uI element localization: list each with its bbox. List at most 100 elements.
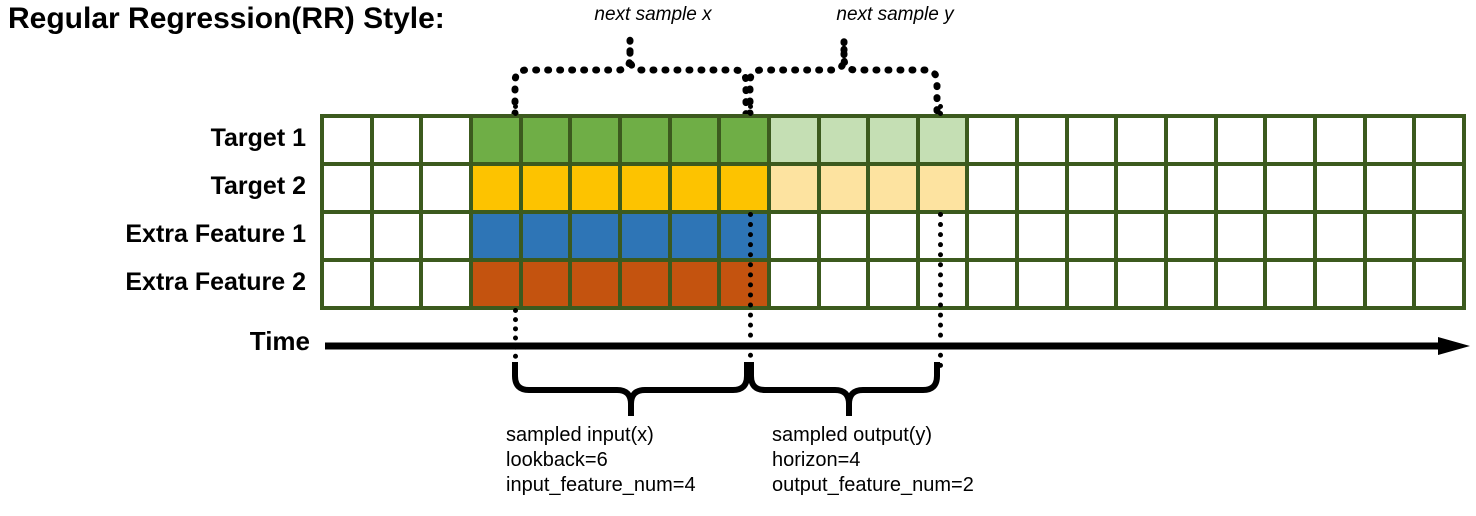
grid-cell-target-1-c11: [870, 118, 916, 162]
grid-cell-target-1-c7: [671, 118, 718, 162]
grid-cell-target-1-c16: [1118, 118, 1165, 162]
grid-cell-extra-feature-2-c11: [870, 262, 916, 306]
grid-cell-extra-feature-2-c2: [423, 262, 469, 306]
grid-cell-target-2-c21: [1366, 166, 1413, 210]
grid-cell-extra-feature-1-c17: [1168, 214, 1214, 258]
caption-next-sample-y: next sample y: [836, 4, 954, 25]
grid-cell-extra-feature-1-c22: [1416, 214, 1462, 258]
caption-next-sample-x: next sample x: [594, 4, 712, 25]
grid-cell-extra-feature-1-c3: [472, 214, 519, 258]
grid-cell-extra-feature-2-c21: [1366, 262, 1413, 306]
grid-cell-target-1-c3: [472, 118, 519, 162]
grid-cell-extra-feature-1-c1: [373, 214, 420, 258]
time-axis-arrow: [325, 337, 1470, 355]
page-title: Regular Regression(RR) Style:: [8, 2, 445, 35]
brace-sampled-output: [748, 362, 940, 416]
grid-cell-target-1-c19: [1267, 118, 1314, 162]
annotation-output-line-2: horizon=4: [772, 449, 861, 471]
grid-cell-target-1-c15: [1068, 118, 1115, 162]
grid-cell-target-1-c6: [621, 118, 668, 162]
brace-sampled-input: [512, 362, 750, 416]
grid-cell-extra-feature-1-c14: [1019, 214, 1065, 258]
grid-cell-target-1-c21: [1366, 118, 1413, 162]
grid-cell-extra-feature-2-c18: [1217, 262, 1264, 306]
grid-cell-target-2-c17: [1168, 166, 1214, 210]
grid-cell-target-1-c17: [1168, 118, 1214, 162]
grid-cell-extra-feature-2-c10: [820, 262, 867, 306]
grid-cell-target-2-c22: [1416, 166, 1462, 210]
grid-cell-target-1-c13: [969, 118, 1016, 162]
grid-cell-target-2-c16: [1118, 166, 1165, 210]
annotation-input-line-2: lookback=6: [506, 449, 608, 471]
grid-cell-target-2-c10: [820, 166, 867, 210]
row-label-target-2: Target 2: [210, 172, 306, 200]
guide-line-output-end-top: [938, 104, 943, 116]
guide-line-input-start-bottom: [513, 308, 518, 368]
grid-cell-target-2-c8: [721, 166, 767, 210]
grid-cell-target-1-c9: [770, 118, 817, 162]
top-brace-group: [511, 40, 941, 118]
annotation-input-line-1: sampled input(x): [506, 424, 654, 446]
grid-cell-extra-feature-2-c6: [621, 262, 668, 306]
grid-cell-extra-feature-1-c21: [1366, 214, 1413, 258]
grid-cell-target-2-c12: [919, 166, 966, 210]
grid-cell-extra-feature-1-c8: [721, 214, 767, 258]
grid-cell-extra-feature-1-c0: [324, 214, 370, 258]
grid-cell-extra-feature-2-c22: [1416, 262, 1462, 306]
grid-cell-target-2-c5: [572, 166, 618, 210]
grid-cell-target-2-c2: [423, 166, 469, 210]
grid-cell-extra-feature-2-c0: [324, 262, 370, 306]
grid-cell-target-2-c20: [1317, 166, 1363, 210]
bottom-brace-group: [512, 362, 940, 416]
grid-cell-extra-feature-2-c16: [1118, 262, 1165, 306]
grid-cell-target-2-c11: [870, 166, 916, 210]
annotation-input-line-3: input_feature_num=4: [506, 474, 696, 496]
grid-cell-target-1-c14: [1019, 118, 1065, 162]
grid-cell-extra-feature-1-c13: [969, 214, 1016, 258]
grid-cell-target-1-c20: [1317, 118, 1363, 162]
grid-cell-extra-feature-2-c15: [1068, 262, 1115, 306]
grid-cell-extra-feature-1-c16: [1118, 214, 1165, 258]
row-label-target-1: Target 1: [210, 124, 306, 152]
grid-cell-extra-feature-2-c19: [1267, 262, 1314, 306]
brace-next-sample-y: [746, 40, 941, 118]
grid-cell-extra-feature-2-c7: [671, 262, 718, 306]
grid-cell-target-2-c9: [770, 166, 817, 210]
grid-cell-target-2-c3: [472, 166, 519, 210]
annotation-sampled-output: sampled output(y) horizon=4 output_featu…: [772, 423, 974, 498]
grid-cell-extra-feature-1-c19: [1267, 214, 1314, 258]
guide-line-output-end-bottom: [938, 212, 943, 368]
grid-cell-extra-feature-1-c7: [671, 214, 718, 258]
grid-cell-target-1-c10: [820, 118, 867, 162]
right-arrow-icon: [1438, 337, 1470, 355]
grid-cell-target-1-c18: [1217, 118, 1264, 162]
grid-cell-extra-feature-1-c2: [423, 214, 469, 258]
grid-cell-extra-feature-2-c4: [522, 262, 569, 306]
grid-cell-target-2-c6: [621, 166, 668, 210]
grid-cell-extra-feature-1-c11: [870, 214, 916, 258]
timeseries-grid: [320, 114, 1466, 310]
grid-cell-extra-feature-2-c5: [572, 262, 618, 306]
grid-cell-target-1-c2: [423, 118, 469, 162]
row-label-extra-feature-2: Extra Feature 2: [125, 268, 306, 296]
guide-line-input-end-bottom: [748, 212, 753, 368]
grid-cell-target-2-c7: [671, 166, 718, 210]
grid-cell-target-2-c0: [324, 166, 370, 210]
grid-cell-target-2-c15: [1068, 166, 1115, 210]
grid-cell-target-2-c4: [522, 166, 569, 210]
grid-cell-target-1-c4: [522, 118, 569, 162]
annotation-output-line-3: output_feature_num=2: [772, 474, 974, 496]
brace-next-sample-x: [511, 40, 750, 118]
grid-cell-target-2-c18: [1217, 166, 1264, 210]
annotation-sampled-input: sampled input(x) lookback=6 input_featur…: [506, 423, 696, 498]
grid-cell-target-1-c1: [373, 118, 420, 162]
grid-cell-extra-feature-1-c5: [572, 214, 618, 258]
grid-cell-extra-feature-2-c13: [969, 262, 1016, 306]
grid-cell-extra-feature-1-c6: [621, 214, 668, 258]
guide-line-input-start-top: [513, 104, 518, 116]
grid-cell-extra-feature-2-c14: [1019, 262, 1065, 306]
grid-cell-extra-feature-2-c20: [1317, 262, 1363, 306]
grid-cell-extra-feature-2-c17: [1168, 262, 1214, 306]
grid-cell-extra-feature-1-c10: [820, 214, 867, 258]
